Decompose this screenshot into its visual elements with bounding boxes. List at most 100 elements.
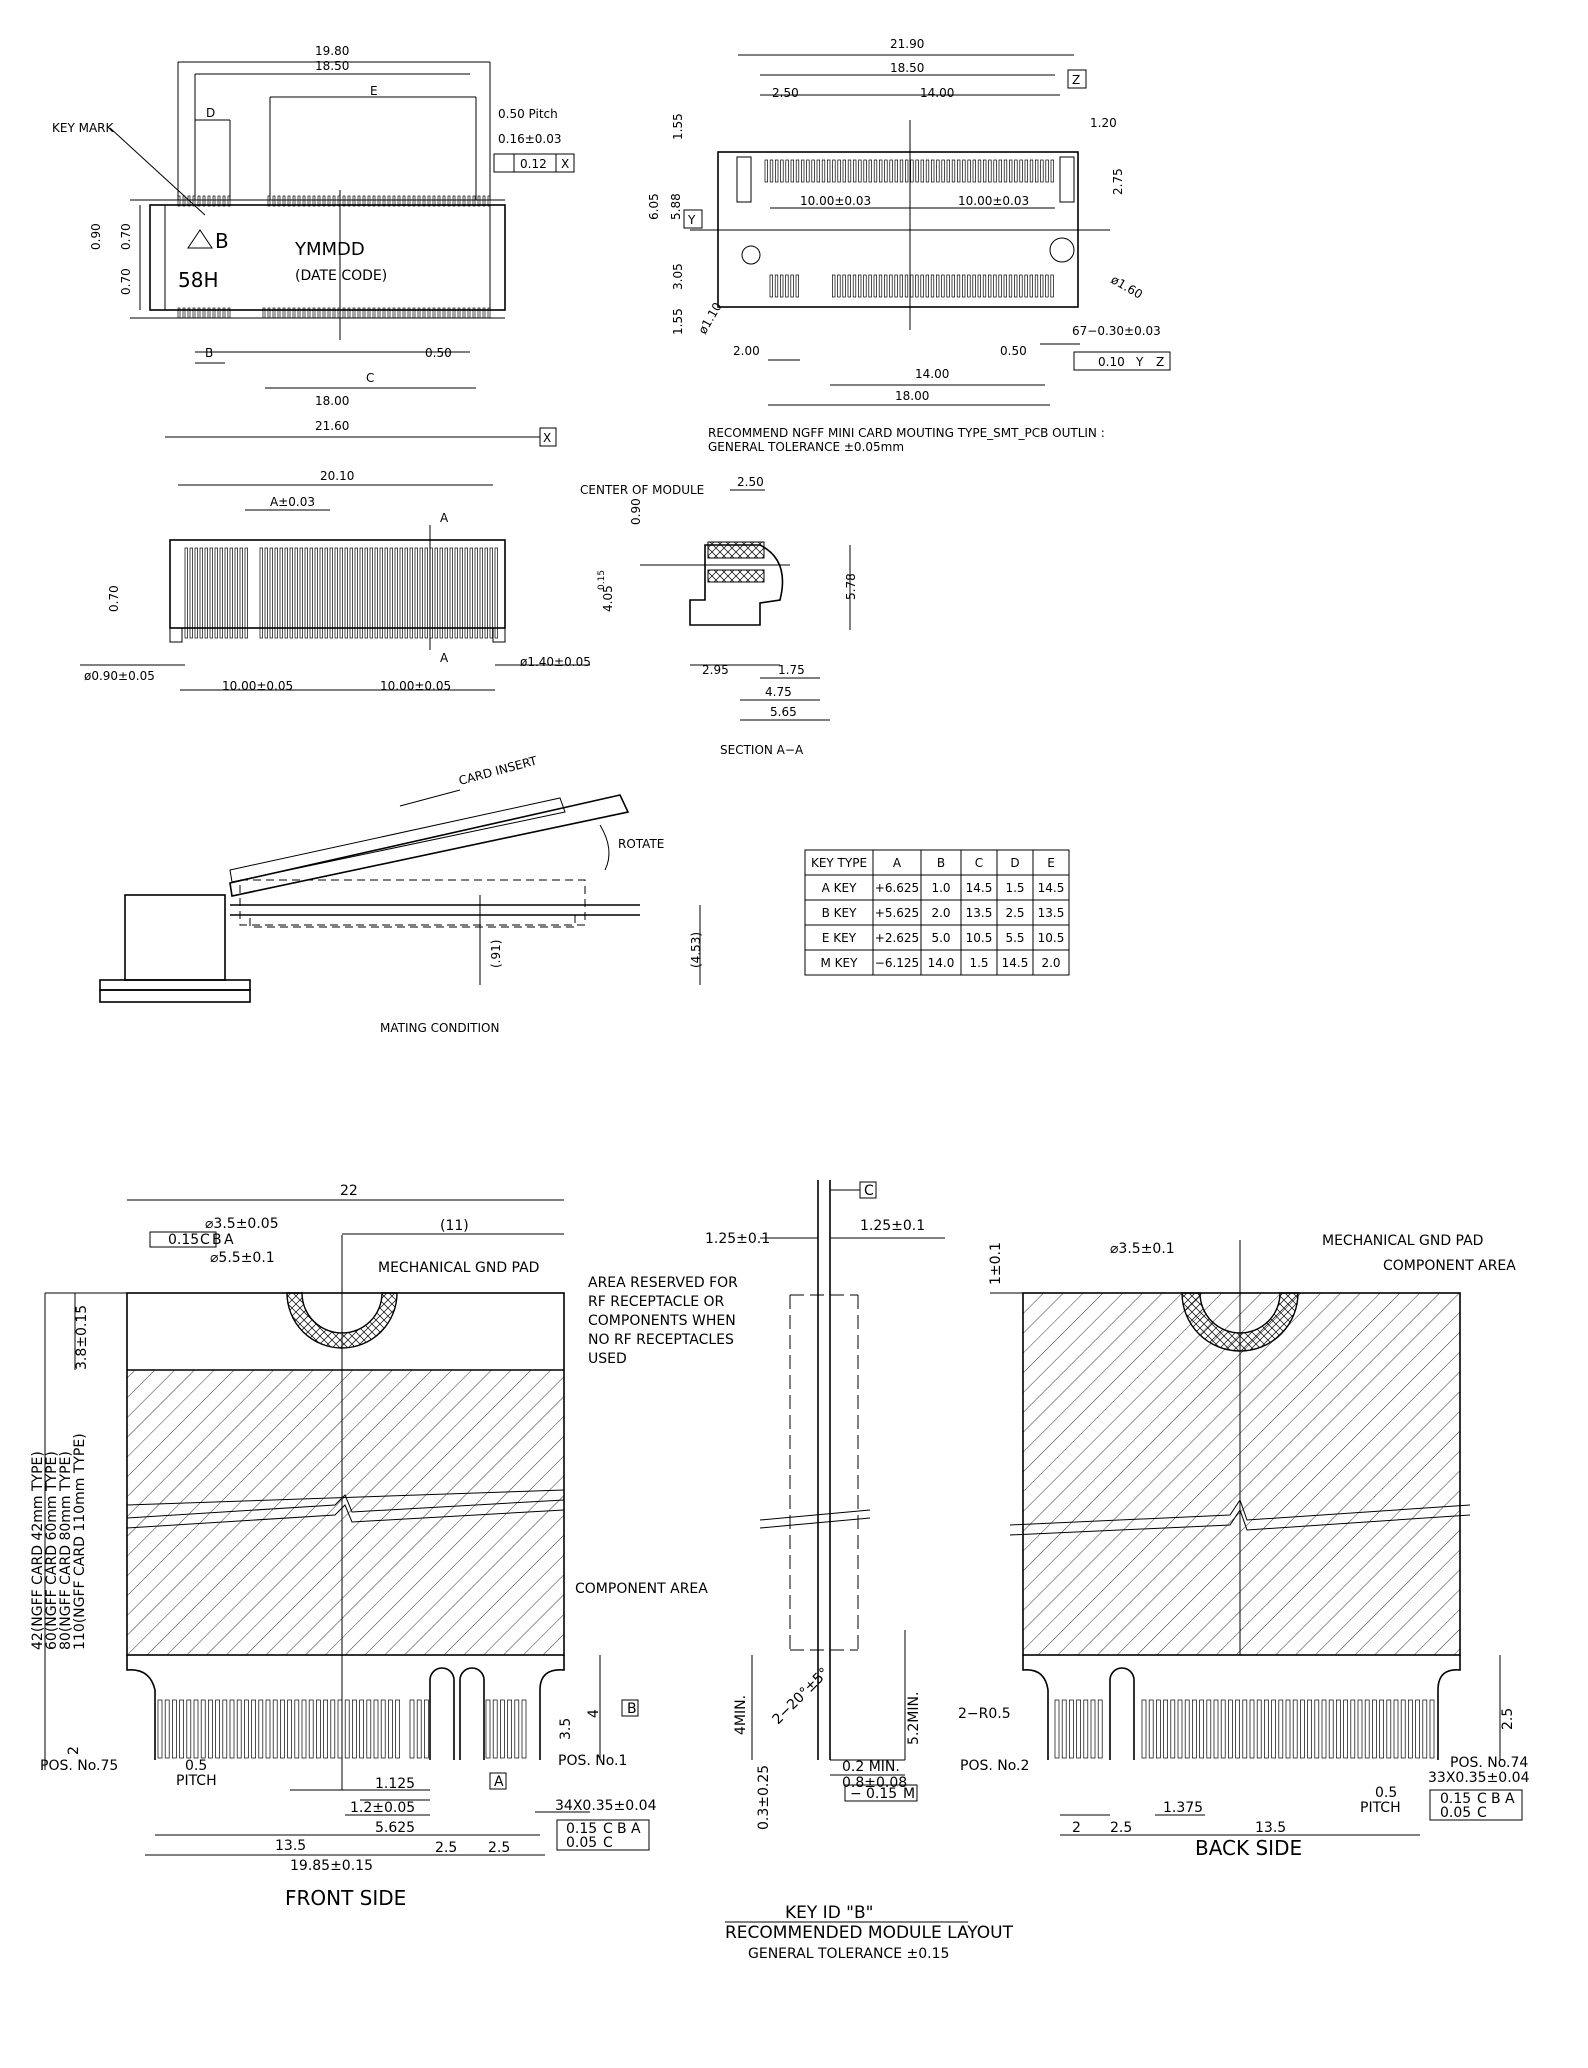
pin <box>967 274 971 298</box>
dim-0-10: 0.10 <box>1098 355 1125 369</box>
position-tolerance-frame <box>493 153 575 173</box>
pin <box>847 159 852 183</box>
dim-5-65: 5.65 <box>770 705 797 719</box>
dim-dia-3-5-back: ⌀3.5±0.1 <box>1110 1241 1175 1257</box>
pin <box>217 195 221 207</box>
pin <box>801 159 805 183</box>
pin <box>402 195 406 207</box>
component-area-label: COMPONENT AREA <box>575 1581 708 1597</box>
pin <box>294 547 298 639</box>
dim-dia-1-40: ø1.40±0.05 <box>520 655 591 669</box>
pin <box>889 159 893 183</box>
pin <box>507 1699 512 1759</box>
dim-0-8: 0.8±0.08 <box>842 1775 907 1791</box>
card-type-label: 60(NGFF CARD 60mm TYPE) <box>44 1451 60 1650</box>
key-letter: B <box>215 229 229 253</box>
pin <box>337 195 341 207</box>
pin <box>492 1699 498 1759</box>
key-table-header: D <box>1010 856 1019 870</box>
pin <box>382 307 386 319</box>
pitch-back-label: PITCH <box>1360 1800 1401 1816</box>
key-table-cell: M KEY <box>821 956 859 970</box>
pin <box>389 547 393 639</box>
pin <box>904 274 909 298</box>
pin <box>858 274 862 298</box>
pin <box>374 547 378 639</box>
pin <box>307 195 311 207</box>
pin <box>357 307 361 319</box>
pin <box>442 307 446 319</box>
dim-18-00: 18.00 <box>315 394 349 408</box>
pin <box>204 547 208 639</box>
pin <box>1321 1699 1327 1759</box>
pin <box>1019 159 1023 183</box>
pin <box>873 274 877 298</box>
datum-c-back-2: C <box>1477 1805 1487 1821</box>
pin <box>1184 1699 1190 1759</box>
pin <box>1300 1699 1305 1759</box>
pin <box>157 1699 163 1759</box>
pin <box>878 274 883 298</box>
dim-dia-5-5: ⌀5.5±0.1 <box>210 1250 275 1266</box>
pin <box>332 195 336 207</box>
dim-2-r0-5: 2−R0.5 <box>958 1706 1011 1722</box>
datum-a: A <box>494 1774 504 1790</box>
pin <box>187 307 191 319</box>
pos-74-label: POS. No.74 <box>1450 1755 1528 1771</box>
dim-0-15-tol: 0.15 <box>168 1232 199 1248</box>
area-reserved-2: RF RECEPTACLE OR <box>588 1294 725 1310</box>
key-table-cell: 14.5 <box>966 881 993 895</box>
card-type-label: 80(NGFF CARD 80mm TYPE) <box>58 1451 74 1650</box>
pin <box>349 547 353 639</box>
dim-18-50: 18.50 <box>315 59 349 73</box>
pin <box>359 547 363 639</box>
pin <box>264 547 268 639</box>
key-id-label: KEY ID "B" <box>785 1903 874 1923</box>
pin <box>357 195 361 207</box>
pin <box>274 547 278 639</box>
pin <box>309 547 313 639</box>
pin <box>277 195 281 207</box>
datum-z: Z <box>1072 73 1080 87</box>
pin <box>312 307 316 319</box>
dim-pitch: 0.50 Pitch <box>498 107 558 121</box>
pin <box>910 274 914 298</box>
pin <box>951 159 956 183</box>
pin <box>412 307 416 319</box>
key-table-cell: 2.5 <box>1005 906 1024 920</box>
pin <box>1364 1699 1370 1759</box>
dim-angle: 2−20°±5° <box>770 1665 833 1728</box>
pos-75-label: POS. No.75 <box>40 1758 118 1774</box>
dim-0-70-a: 0.70 <box>119 223 133 250</box>
pin <box>200 1699 206 1759</box>
pin <box>373 1699 379 1759</box>
pin <box>972 274 976 298</box>
dim-4-min: 4MIN. <box>733 1695 749 1735</box>
pin <box>1336 1699 1341 1759</box>
mechanical-gnd-pad <box>286 1292 398 1349</box>
pin <box>1148 1699 1154 1759</box>
pin <box>821 159 826 183</box>
pin <box>297 307 301 319</box>
pin <box>392 195 396 207</box>
pin <box>417 307 421 319</box>
dim-dia-1-10: ø1.10 <box>695 300 724 336</box>
area-reserved-3: COMPONENTS WHEN <box>588 1313 736 1329</box>
back-side-view: 1±0.1 ⌀3.5±0.1 2−R0.5 2 2.5 1.375 2.5 13… <box>958 1233 1530 1860</box>
dim-5-88: 5.88 <box>669 193 683 220</box>
pin <box>372 195 376 207</box>
dim-0-15: 0.15 <box>597 570 607 590</box>
pin <box>936 274 940 298</box>
pin <box>452 307 456 319</box>
pin <box>189 547 193 639</box>
pin <box>1408 1699 1413 1759</box>
dim-0-90: 0.90 <box>89 223 103 250</box>
pin <box>1170 1699 1176 1759</box>
pin <box>1271 1699 1276 1759</box>
pin <box>416 1699 422 1759</box>
dim-2-5-vertical: 2.5 <box>1500 1708 1516 1730</box>
pin <box>1228 1699 1233 1759</box>
mating-title: MATING CONDITION <box>380 1021 499 1035</box>
dim-10-right: 10.00±0.05 <box>380 679 451 693</box>
datum-ref: X <box>561 157 569 171</box>
